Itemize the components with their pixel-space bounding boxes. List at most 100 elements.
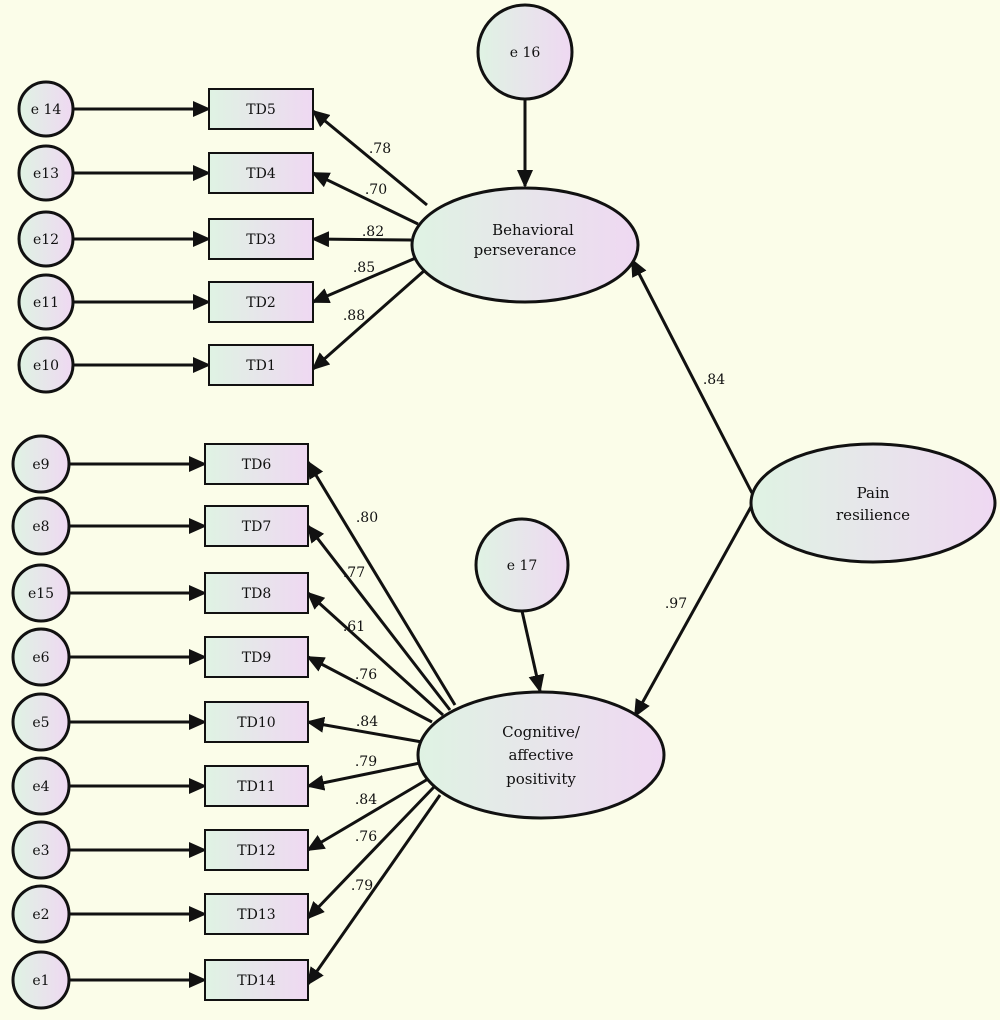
loading-label-td14: .79: [351, 878, 373, 894]
loading-label-td8: .61: [343, 619, 365, 635]
error-term-e14: e 14: [17, 80, 75, 138]
indicator-td5: e 14 TD5: [17, 80, 314, 138]
loading-label-td9: .76: [355, 667, 377, 683]
observed-item-label: TD7: [242, 519, 271, 535]
loading-label-td11: .79: [355, 754, 377, 770]
observed-item-td10: TD10: [204, 701, 309, 743]
loading-label-td10: .84: [356, 714, 378, 730]
latent-pain-resilience: Pain resilience: [749, 442, 997, 564]
error-term-e8: e8: [11, 496, 71, 556]
indicator-td2: e11 TD2: [17, 273, 314, 331]
error-term-label: e1: [32, 973, 49, 989]
error-term-label: e9: [32, 457, 49, 473]
observed-item-label: TD5: [246, 102, 275, 118]
disturbance-e17: e 17: [474, 517, 570, 613]
loading-arrow-td3: [311, 231, 412, 248]
disturbance-e16-label: e 16: [510, 45, 541, 61]
latent-cognitive-affective-positivity: Cognitive/ affective positivity: [416, 690, 666, 820]
error-term-e15: e15: [11, 563, 71, 623]
loading-arrow-td9: [306, 655, 433, 724]
error-term-e12: e12: [17, 210, 75, 268]
error-term-label: e12: [33, 232, 59, 248]
error-term-label: e10: [33, 358, 59, 374]
error-term-label: e2: [32, 907, 49, 923]
error-term-e9: e9: [11, 434, 71, 494]
loading-label-td4: .70: [365, 182, 387, 198]
loading-label-td3: .82: [362, 224, 384, 240]
error-term-label: e6: [32, 650, 49, 666]
latent-cognitive-label-line3: positivity: [506, 770, 576, 788]
indicator-td3: e12 TD3: [17, 210, 314, 268]
loading-label-td7: .77: [343, 565, 365, 581]
error-term-e2: e2: [11, 884, 71, 944]
observed-item-td14: TD14: [204, 959, 309, 1001]
observed-item-td3: TD3: [208, 218, 314, 260]
structural-label-pain-to-behavioral: .84: [703, 372, 725, 388]
observed-item-label: TD8: [242, 586, 271, 602]
error-term-e4: e4: [11, 756, 71, 816]
observed-item-td5: TD5: [208, 88, 314, 130]
error-term-e6: e6: [11, 627, 71, 687]
observed-item-td7: TD7: [204, 505, 309, 547]
error-term-e3: e3: [11, 820, 71, 880]
loading-arrow-td2: [311, 255, 419, 304]
observed-item-label: TD9: [242, 650, 271, 666]
loading-label-td5: .78: [369, 141, 391, 157]
observed-item-td1: TD1: [208, 344, 314, 386]
observed-item-td11: TD11: [204, 765, 309, 807]
loading-arrow-td1: [311, 268, 426, 371]
loading-label-td12: .84: [355, 792, 377, 808]
error-term-label: e8: [32, 519, 49, 535]
edges: [69, 99, 754, 988]
loading-arrow-td11: [306, 761, 421, 791]
observed-item-td9: TD9: [204, 636, 309, 678]
observed-item-label: TD2: [246, 295, 275, 311]
error-term-label: e 14: [31, 102, 62, 118]
error-term-e1: e1: [11, 950, 71, 1010]
indicator-td6: e9 TD6: [11, 434, 309, 494]
disturbance-e16: e 16: [476, 3, 574, 101]
indicator-td14: e1 TD14: [11, 950, 309, 1010]
latent-behavioral-label-line1: Behavioral: [492, 221, 574, 239]
disturbance-e17-label: e 17: [507, 558, 538, 574]
observed-item-label: TD4: [246, 166, 276, 182]
observed-item-td12: TD12: [204, 829, 309, 871]
error-term-label: e3: [32, 843, 49, 859]
observed-item-td8: TD8: [204, 572, 309, 614]
indicator-td1: e10 TD1: [17, 336, 314, 394]
loading-arrow-td13: [306, 785, 436, 920]
observed-item-label: TD10: [237, 715, 275, 731]
disturbance-arrow-e17: [520, 610, 545, 693]
error-term-e11: e11: [17, 273, 75, 331]
indicator-td10: e5 TD10: [11, 692, 309, 752]
loading-label-td2: .85: [353, 260, 375, 276]
indicator-td13: e2 TD13: [11, 884, 309, 944]
error-term-e5: e5: [11, 692, 71, 752]
indicator-td11: e4 TD11: [11, 756, 309, 816]
latent-pain-label-line2: resilience: [836, 506, 910, 524]
loading-arrow-td8: [306, 591, 445, 717]
observed-item-label: TD1: [246, 358, 275, 374]
latent-cognitive-label-line2: affective: [508, 746, 573, 764]
observed-item-td13: TD13: [204, 893, 309, 935]
error-term-label: e15: [28, 586, 54, 602]
structural-arrow-pain-to-behavioral: [630, 258, 754, 494]
observed-item-label: TD6: [242, 457, 272, 473]
observed-item-label: TD11: [237, 779, 275, 795]
error-term-e10: e10: [17, 336, 75, 394]
observed-item-label: TD12: [237, 843, 275, 859]
latent-pain-label-line1: Pain: [857, 484, 890, 502]
indicator-td8: e15 TD8: [11, 563, 309, 623]
latent-behavioral-perseverance: Behavioral perseverance: [410, 186, 640, 304]
indicator-td9: e6 TD9: [11, 627, 309, 687]
error-term-label: e11: [33, 295, 59, 311]
structural-arrow-pain-to-cognitive: [633, 504, 754, 718]
observed-item-label: TD13: [237, 907, 275, 923]
loading-arrow-td4: [311, 171, 419, 226]
loading-label-td13: .76: [355, 829, 377, 845]
structural-label-pain-to-cognitive: .97: [665, 596, 687, 612]
loading-label-td1: .88: [343, 308, 365, 324]
